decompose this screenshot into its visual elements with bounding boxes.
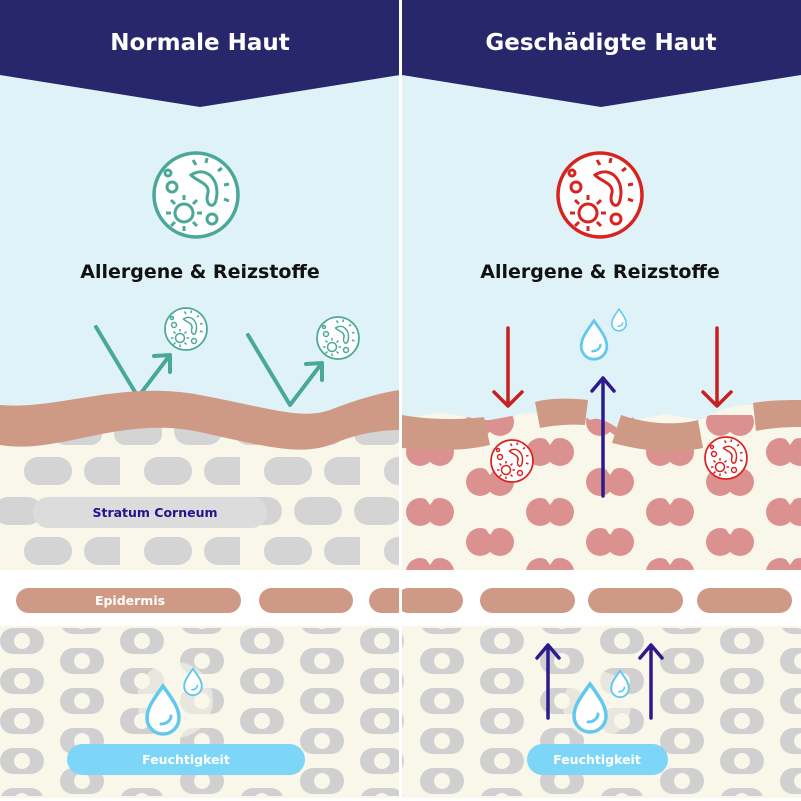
- broken-skin-surface: [402, 398, 801, 452]
- moisture-label: Feuchtigkeit: [142, 752, 230, 767]
- bacteria-icon: [152, 151, 240, 239]
- epidermis-cell: [697, 588, 792, 613]
- moisture-label: Feuchtigkeit: [553, 752, 641, 767]
- epidermis-cell: [259, 588, 353, 613]
- panel-divider: [399, 0, 402, 801]
- panel-subtitle: Allergene & Reizstoffe: [480, 261, 720, 283]
- moisture-label-pill: [67, 744, 305, 775]
- header-banner: [0, 0, 400, 107]
- epidermis-cell: [588, 588, 683, 613]
- panel-normal-skin: Normale Haut Allergene & Reizstoffe Stra…: [0, 0, 409, 798]
- epidermis-cell: [16, 588, 241, 613]
- bacteria-icon: [490, 439, 534, 483]
- bacteria-icon: [316, 316, 360, 360]
- panel-damaged-skin: Geschädigte Haut Allergene & Reizstoffe: [396, 0, 801, 798]
- moisture-label-pill: [527, 744, 668, 775]
- epidermis-label: Epidermis: [95, 593, 165, 608]
- bacteria-icon: [704, 436, 748, 480]
- stratum-corneum-label-pill: [33, 497, 267, 528]
- moisture-loss-arrow-icon: [535, 643, 664, 720]
- moisture-loss-arrow-icon: [590, 376, 616, 498]
- bacteria-icon: [164, 307, 208, 351]
- header-banner: [402, 0, 801, 107]
- panel-title: Geschädigte Haut: [485, 30, 716, 56]
- epidermis-cell: [480, 588, 575, 613]
- skin-surface-band: [0, 390, 400, 450]
- stratum-corneum-label: Stratum Corneum: [92, 505, 217, 520]
- panel-title: Normale Haut: [110, 30, 290, 56]
- panel-subtitle: Allergene & Reizstoffe: [80, 261, 320, 283]
- bacteria-icon: [556, 151, 644, 239]
- irritant-entry-arrow-icon: [492, 326, 733, 408]
- epidermis-cell: [396, 588, 463, 613]
